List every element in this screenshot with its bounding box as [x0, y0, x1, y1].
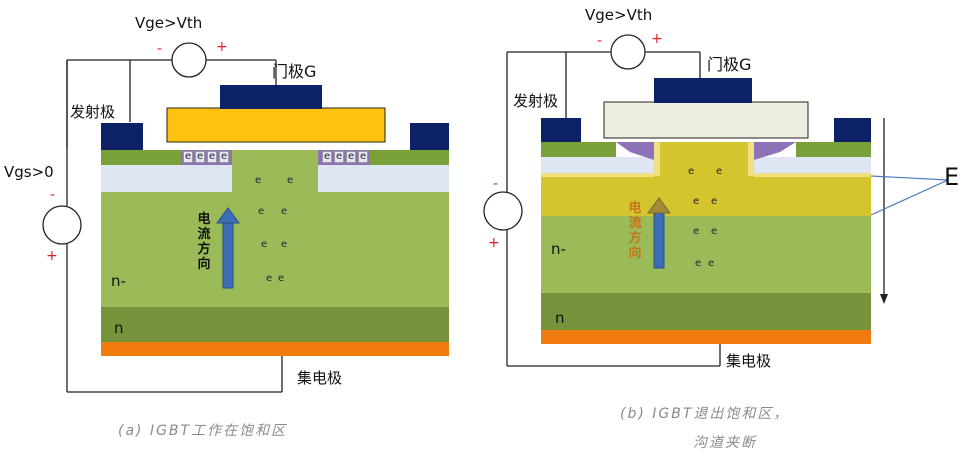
left-caption: (a) IGBT工作在饱和区: [118, 423, 288, 439]
left-current-arrow: [216, 207, 240, 224]
left-electron: e: [266, 273, 273, 284]
left-emitter-pad-right: [410, 123, 449, 150]
right-n-label: n: [555, 309, 565, 327]
right-field-label: E: [944, 163, 960, 191]
left-electron: e: [219, 151, 230, 163]
left-nminus-label: n-: [111, 272, 126, 290]
left-electron: e: [258, 206, 265, 217]
right-field-line-1: [870, 175, 949, 181]
left-electron: e: [287, 175, 294, 186]
right-n-buffer: [541, 293, 871, 330]
right-vs-minus: -: [493, 176, 499, 192]
right-electron: e: [693, 196, 700, 207]
right-emitter-pad-left: [541, 118, 581, 142]
left-current-label: 电流方向: [197, 212, 211, 272]
right-gate-label: 门极G: [707, 55, 752, 74]
right-caption-line1: (b) IGBT退出饱和区，: [620, 406, 790, 422]
right-gate-electrode: [654, 78, 752, 103]
left-vgs-minus: -: [50, 187, 56, 203]
left-drift-upper: [232, 150, 318, 192]
left-vgs-source: [42, 205, 82, 245]
right-electron: e: [711, 196, 718, 207]
left-electron: e: [183, 151, 194, 163]
left-vge-plus: +: [216, 39, 228, 55]
right-gate-oxide: [603, 101, 809, 139]
right-electron: e: [711, 226, 718, 237]
left-vge-label: Vge>Vth: [135, 14, 203, 32]
left-vgs-label: Vgs>0: [4, 163, 54, 181]
right-emitter-label: 发射极: [513, 92, 559, 110]
left-n-drift: [101, 192, 449, 307]
left-electron: e: [261, 239, 268, 250]
left-emitter-label: 发射极: [70, 103, 116, 121]
left-vge-minus: -: [157, 41, 163, 57]
right-channel-left: [616, 142, 654, 160]
left-pbody-right: [370, 150, 449, 165]
right-pregion-left: [541, 157, 654, 176]
left-electron: e: [346, 151, 357, 163]
left-pregion-left: [101, 165, 232, 192]
left-electron: e: [255, 175, 262, 186]
right-vge-minus: -: [597, 33, 603, 49]
right-n-drift: [541, 215, 871, 293]
right-nminus-label: n-: [551, 240, 566, 258]
left-pbody-left: [101, 150, 181, 165]
left-pregion-right: [318, 165, 449, 192]
left-vge-source: [171, 42, 207, 78]
right-electron: e: [716, 166, 723, 177]
right-vs-source: [483, 191, 523, 231]
right-pbody-left: [541, 142, 616, 157]
left-n-buffer: [101, 307, 449, 342]
left-collector-label: 集电极: [297, 369, 343, 387]
left-electron: e: [278, 273, 285, 284]
left-vgs-plus: +: [46, 248, 58, 264]
left-electron: e: [281, 239, 288, 250]
left-electron: e: [281, 206, 288, 217]
right-caption-line2: 沟道夹断: [693, 435, 757, 451]
right-vge-source: [610, 34, 646, 70]
right-electron: e: [688, 166, 695, 177]
right-current-arrow: [647, 197, 671, 214]
right-electron: e: [693, 226, 700, 237]
right-electron: e: [695, 258, 702, 269]
right-pregion-right: [754, 157, 871, 176]
right-pbody-right: [796, 142, 871, 157]
right-collector-layer: [541, 330, 871, 344]
right-channel-right: [754, 142, 796, 160]
right-vge-plus: +: [651, 31, 663, 47]
right-electron: e: [708, 258, 715, 269]
right-depletion-region: [541, 176, 871, 216]
left-gate-electrode: [220, 85, 322, 109]
left-electron: e: [195, 151, 206, 163]
right-field-line-2: [870, 179, 949, 216]
left-electron: e: [207, 151, 218, 163]
right-vge-label: Vge>Vth: [585, 6, 653, 24]
left-electron: e: [334, 151, 345, 163]
left-electron: e: [322, 151, 333, 163]
left-gate-oxide: [166, 107, 386, 143]
left-emitter-pad-left: [101, 123, 143, 150]
left-electron: e: [358, 151, 369, 163]
left-gate-label: 门极G: [272, 62, 317, 81]
right-vs-plus: +: [488, 235, 500, 251]
right-collector-label: 集电极: [726, 352, 772, 370]
right-emitter-pad-right: [834, 118, 871, 142]
left-collector-layer: [101, 342, 449, 356]
left-n-label: n: [114, 319, 124, 337]
right-current-label: 电流方向: [628, 201, 642, 261]
